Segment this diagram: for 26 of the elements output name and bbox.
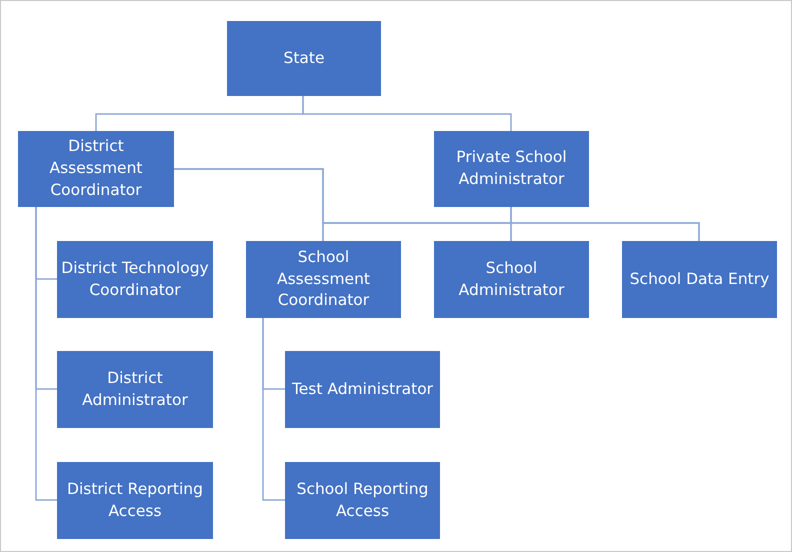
org-box bbox=[57, 351, 213, 428]
role-label: School Data Entry bbox=[630, 268, 770, 290]
role-label: School Reporting Access bbox=[296, 478, 430, 522]
org-box bbox=[285, 351, 440, 428]
org-box bbox=[57, 462, 213, 539]
role-label: Test Administrator bbox=[292, 378, 434, 400]
org-box bbox=[227, 21, 381, 96]
role-label: Private School Administrator bbox=[455, 147, 568, 190]
role-label: State bbox=[283, 48, 325, 69]
org-box bbox=[285, 462, 440, 539]
org-box bbox=[434, 241, 589, 318]
role-label: District Assessment Coordinator bbox=[48, 136, 144, 201]
org-box bbox=[434, 131, 589, 207]
connector-line bbox=[510, 207, 700, 241]
org-box bbox=[622, 241, 777, 318]
org-box bbox=[246, 241, 401, 318]
connector-line bbox=[262, 318, 285, 501]
connector-line bbox=[302, 96, 512, 131]
role-label: School Administrator bbox=[458, 258, 566, 300]
org-box bbox=[57, 241, 213, 318]
role-label: District Administrator bbox=[81, 368, 189, 410]
role-label: District Technology Coordinator bbox=[60, 258, 210, 300]
role-label: District Reporting Access bbox=[66, 478, 204, 522]
role-label: School Assessment Coordinator bbox=[276, 246, 371, 312]
connector-line bbox=[35, 207, 57, 501]
org-box bbox=[18, 131, 174, 207]
